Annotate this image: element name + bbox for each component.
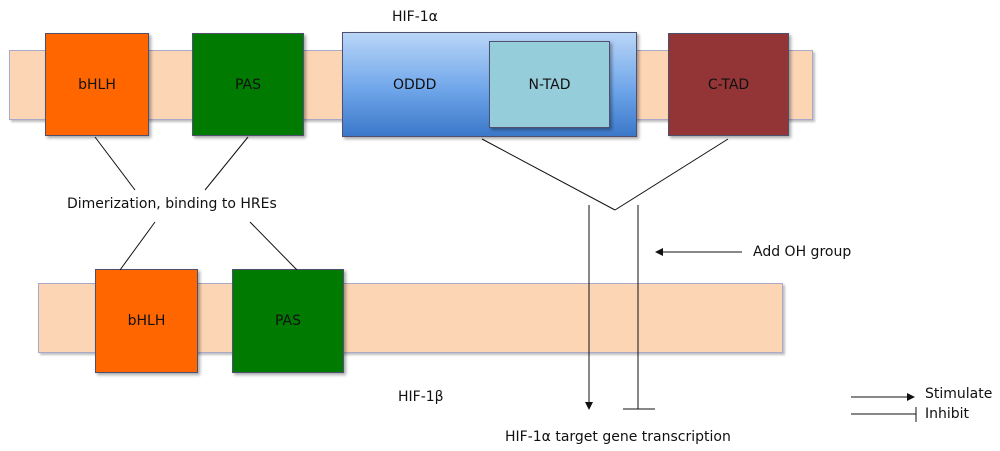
- add-oh-label: Add OH group: [753, 244, 852, 260]
- hif1a-pas-domain: PAS: [192, 33, 304, 136]
- hif1a-ctad-label: C-TAD: [707, 76, 750, 93]
- hif1a-ntad-label: N-TAD: [528, 76, 571, 93]
- hif1a-pas-label: PAS: [234, 76, 261, 93]
- hif1a-title: HIF-1α: [392, 9, 438, 25]
- dimerization-label: Dimerization, binding to HREs: [67, 196, 277, 212]
- hif1a-ntad-domain: N-TAD: [489, 41, 610, 128]
- hif1b-bhlh-domain: bHLH: [95, 269, 198, 373]
- line-dimerization-to-bhlh-b: [119, 221, 156, 271]
- hif1b-pas-domain: PAS: [232, 269, 344, 373]
- target-transcription-label: HIF-1α target gene transcription: [505, 429, 731, 445]
- legend-stimulate-label: Stimulate: [925, 386, 993, 402]
- hif1a-ctad-domain: C-TAD: [668, 33, 789, 136]
- line-bhlh-a-to-dimerization: [94, 136, 136, 191]
- hif1b-title: HIF-1β: [398, 389, 444, 405]
- line-ctad-converge: [614, 138, 729, 211]
- line-dimerization-to-pas-b: [249, 221, 298, 271]
- hif1a-bhlh-label: bHLH: [78, 76, 116, 93]
- legend-inhibit-label: Inhibit: [925, 406, 970, 422]
- hif1a-bhlh-domain: bHLH: [45, 33, 149, 136]
- hif1b-bhlh-label: bHLH: [127, 313, 166, 329]
- hif1b-pas-label: PAS: [274, 313, 301, 329]
- hif1a-oddd-label: ODDD: [393, 76, 437, 93]
- line-pas-a-to-dimerization: [204, 136, 249, 191]
- line-oddd-converge: [481, 138, 616, 211]
